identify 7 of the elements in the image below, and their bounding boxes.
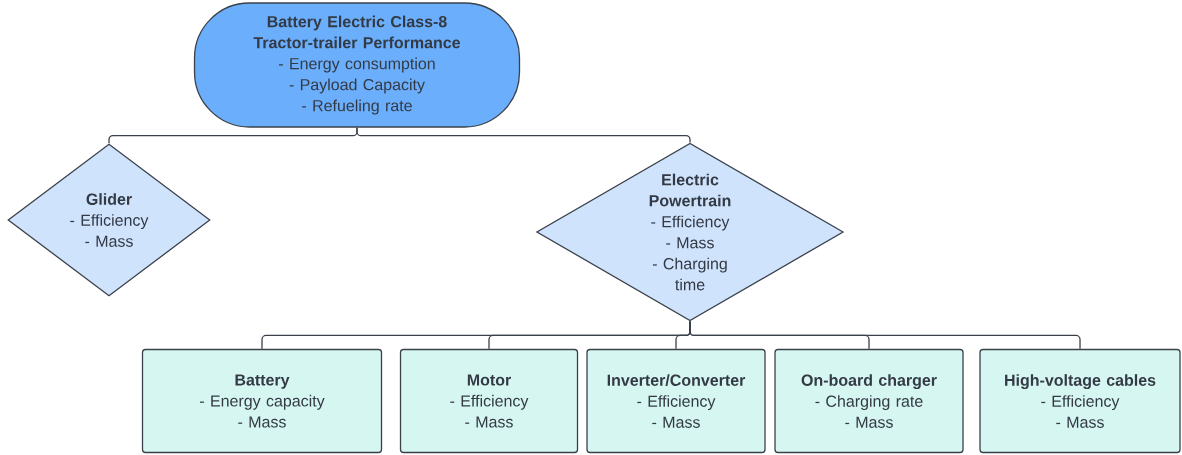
rounded-box: Battery Electric Class-8 Tractor-trailer Performance - Energy consumption - Payload Capacity - Refueling rate — [193, 2, 521, 128]
connector-line — [356, 127, 691, 144]
process-box: Inverter/Converter - Efficiency - Mass — [586, 348, 766, 454]
process-box: Motor - Efficiency - Mass — [399, 348, 579, 454]
process-box: High-voltage cables - Efficiency - Mass — [979, 348, 1181, 454]
process-box: Battery - Energy capacity - Mass — [141, 348, 383, 454]
process-box: On-board charger - Charging rate - Mass — [774, 348, 964, 454]
